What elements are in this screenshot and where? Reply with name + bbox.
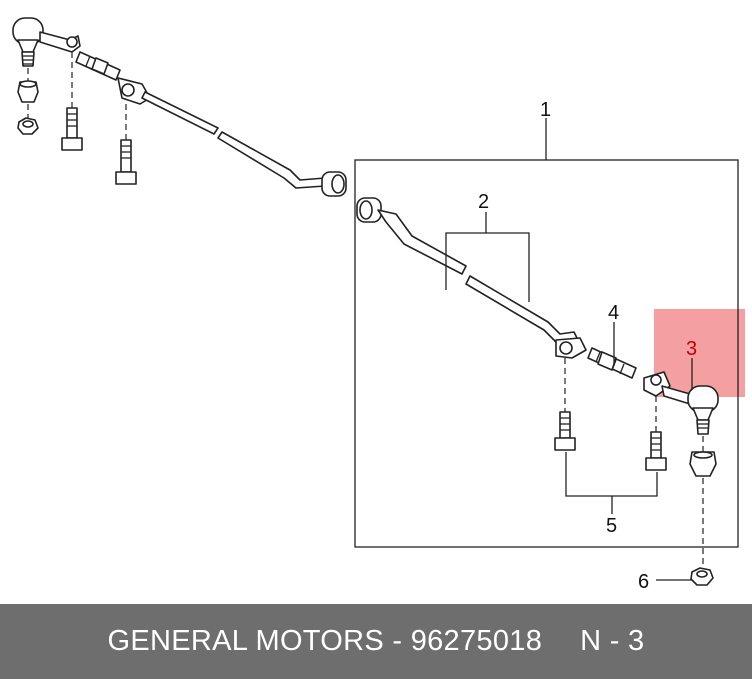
- left-tie-rod-eye[interactable]: [321, 171, 347, 197]
- clamp-bolt-1[interactable]: [554, 411, 576, 451]
- callout-5[interactable]: 5: [606, 515, 617, 537]
- tie-rod-tube[interactable]: [377, 209, 579, 347]
- left-stud[interactable]: [75, 51, 121, 81]
- tie-rod-clamp[interactable]: [555, 337, 587, 359]
- left-assembly: [12, 17, 347, 197]
- left-tie-rod[interactable]: [141, 91, 347, 197]
- castle-nut[interactable]: [690, 567, 714, 586]
- callout-4[interactable]: 4: [608, 302, 619, 324]
- adjuster-stud[interactable]: [587, 347, 637, 379]
- brand-part-number: GENERAL MOTORS - 96275018: [107, 625, 543, 657]
- tie-rod-end-bushing[interactable]: [689, 451, 717, 477]
- left-bushing[interactable]: [17, 80, 39, 103]
- leader-lines: [445, 118, 693, 581]
- left-bolt-2[interactable]: [115, 139, 137, 185]
- diagram-position: N - 3: [580, 625, 645, 657]
- footer-bar: GENERAL MOTORS - 96275018 N - 3: [0, 604, 752, 679]
- left-bolt-1[interactable]: [61, 107, 83, 151]
- right-assembly: [356, 197, 719, 586]
- parts-diagram: 1 2 3 4 5 6: [12, 17, 745, 593]
- callout-3[interactable]: 3: [686, 338, 697, 360]
- callout-6[interactable]: 6: [638, 571, 649, 593]
- callout-1[interactable]: 1: [540, 99, 551, 121]
- left-nut[interactable]: [17, 117, 39, 135]
- tie-rod-end[interactable]: [661, 385, 719, 435]
- left-ball-joint[interactable]: [12, 17, 81, 67]
- clamp-bolt-2[interactable]: [645, 431, 667, 471]
- callout-2[interactable]: 2: [478, 191, 489, 213]
